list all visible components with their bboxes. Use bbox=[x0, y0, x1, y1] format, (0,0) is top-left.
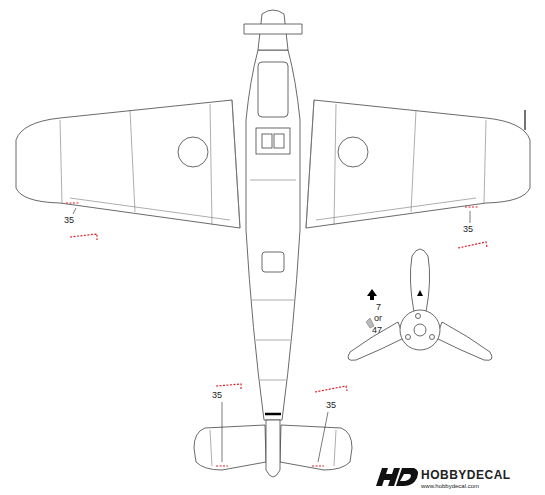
rudder bbox=[266, 420, 280, 477]
propeller bbox=[348, 249, 492, 360]
fuselage bbox=[246, 50, 300, 420]
logo-mark bbox=[376, 468, 418, 486]
right-tailplane bbox=[280, 425, 352, 470]
stencil-marks bbox=[66, 203, 487, 466]
left-tailplane bbox=[194, 425, 266, 470]
callout-number: 7 bbox=[376, 303, 381, 312]
brand-url: www.hobbydecal.com bbox=[421, 483, 479, 489]
callout-number: 35 bbox=[212, 391, 222, 400]
callout-number: 35 bbox=[326, 401, 336, 410]
left-wing bbox=[16, 100, 240, 228]
prop-blade-stub bbox=[244, 24, 302, 34]
callout-number: or bbox=[374, 314, 382, 323]
callout-number: 47 bbox=[372, 326, 382, 335]
right-wing bbox=[306, 100, 530, 228]
callout-number: 35 bbox=[463, 225, 473, 234]
callout-number: 35 bbox=[64, 216, 74, 225]
brand-name: HOBBYDECAL bbox=[421, 469, 511, 481]
